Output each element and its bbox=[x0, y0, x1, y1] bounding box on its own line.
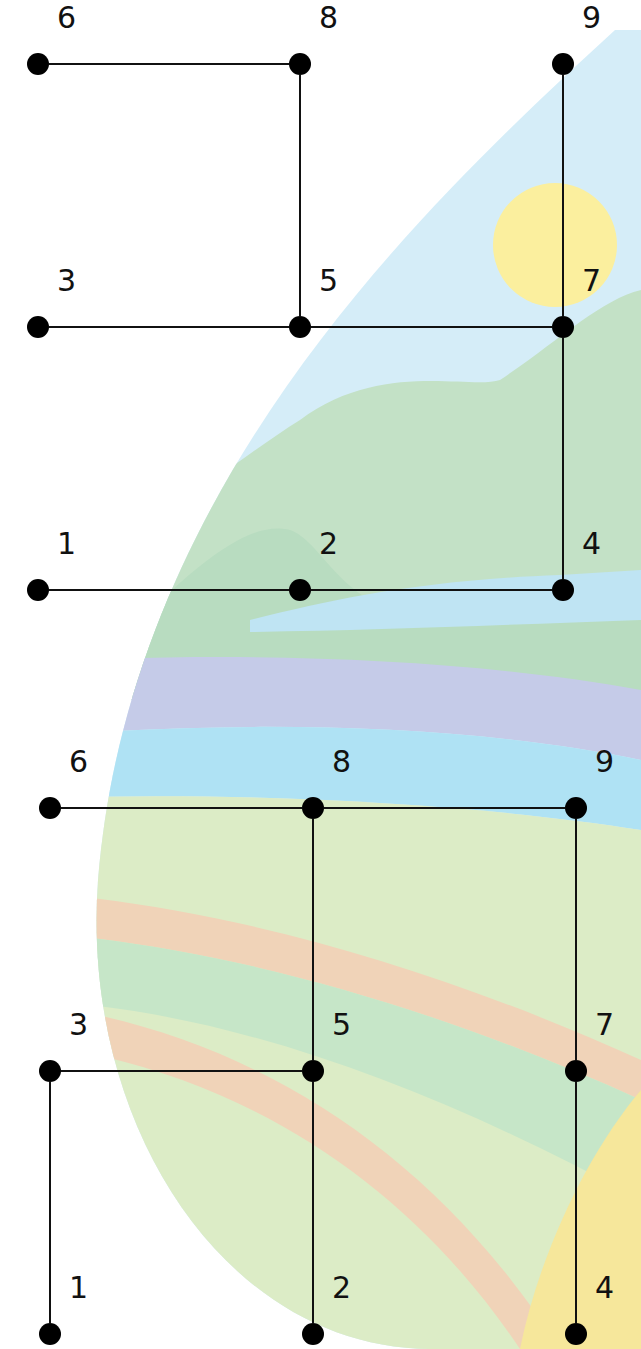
vertex-number: 6 bbox=[57, 1, 76, 34]
graph-vertex: 5 bbox=[289, 316, 311, 338]
graph-vertex: 8 bbox=[289, 53, 311, 75]
vertex-number: 9 bbox=[582, 1, 601, 34]
graph-edge bbox=[562, 338, 564, 579]
graph-vertex: 1 bbox=[27, 579, 49, 601]
graph-vertex: 6 bbox=[27, 53, 49, 75]
graph-vertex: 3 bbox=[27, 316, 49, 338]
vertex-number: 6 bbox=[69, 745, 88, 778]
vertex-number: 4 bbox=[582, 527, 601, 560]
graph-vertex: 2 bbox=[289, 579, 311, 601]
graph-edge bbox=[312, 1082, 314, 1323]
graph-edge bbox=[575, 1082, 577, 1323]
vertex-number: 7 bbox=[582, 264, 601, 297]
graph-vertex: 4 bbox=[552, 579, 574, 601]
graph-edge bbox=[49, 326, 289, 328]
graph-edge bbox=[311, 326, 552, 328]
vertex-number: 3 bbox=[57, 264, 76, 297]
graph-edge bbox=[49, 1082, 51, 1323]
graph-edge bbox=[562, 75, 564, 316]
graph-vertex: 1 bbox=[39, 1323, 61, 1345]
graph-edge bbox=[575, 819, 577, 1060]
graph-edge bbox=[49, 589, 289, 591]
graph-vertex: 8 bbox=[302, 797, 324, 819]
graph-edge bbox=[61, 1070, 302, 1072]
graph-vertex: 5 bbox=[302, 1060, 324, 1082]
vertex-number: 8 bbox=[332, 745, 351, 778]
graph-edge bbox=[49, 63, 289, 65]
graph-vertex: 9 bbox=[552, 53, 574, 75]
graph-vertex: 6 bbox=[39, 797, 61, 819]
graph-vertex: 7 bbox=[552, 316, 574, 338]
vertex-number: 4 bbox=[595, 1271, 614, 1304]
vertex-number: 5 bbox=[332, 1008, 351, 1041]
vertex-number: 7 bbox=[595, 1008, 614, 1041]
graph-vertex: 3 bbox=[39, 1060, 61, 1082]
vertex-number: 1 bbox=[57, 527, 76, 560]
vertex-number: 5 bbox=[319, 264, 338, 297]
graph-vertex: 7 bbox=[565, 1060, 587, 1082]
graph-vertex: 2 bbox=[302, 1323, 324, 1345]
vertex-number: 9 bbox=[595, 745, 614, 778]
graph-edge bbox=[311, 589, 552, 591]
graph-edge bbox=[299, 75, 301, 316]
graph-edge bbox=[324, 807, 565, 809]
graph-vertex: 4 bbox=[565, 1323, 587, 1345]
vertex-number: 2 bbox=[319, 527, 338, 560]
graph-vertex: 9 bbox=[565, 797, 587, 819]
vertex-number: 8 bbox=[319, 1, 338, 34]
graph-edge bbox=[312, 819, 314, 1060]
graph-edge bbox=[61, 807, 302, 809]
vertex-number: 2 bbox=[332, 1271, 351, 1304]
vertex-number: 3 bbox=[69, 1008, 88, 1041]
vertex-number: 1 bbox=[69, 1271, 88, 1304]
